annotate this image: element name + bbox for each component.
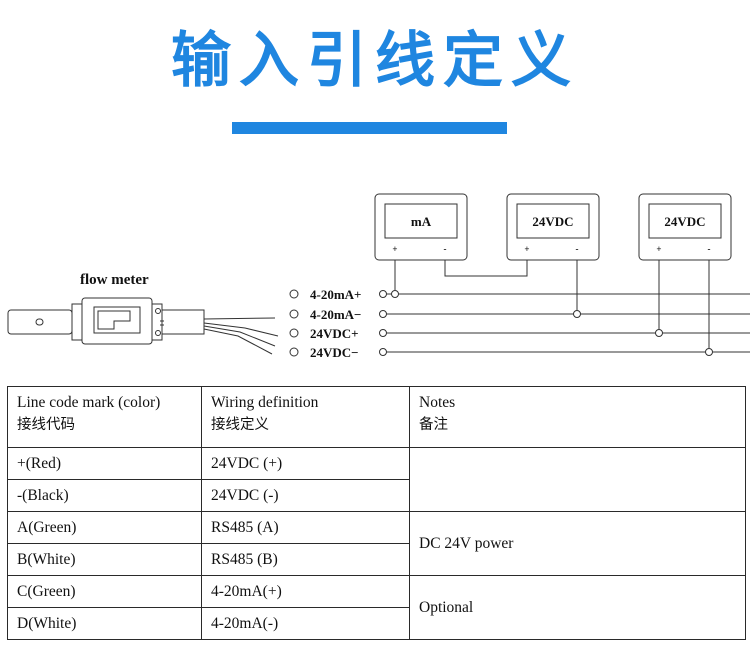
wiring-definition-cell: RS485 (B) [201, 543, 410, 576]
table-row: +(Red) 24VDC (+) [7, 447, 746, 512]
table-row: -(Black) 24VDC (-) [7, 479, 746, 512]
wiring-diagram: flow meter mA 24VDC 24VDC + - + - + - [7, 193, 750, 360]
header-notes-en: Notes [419, 394, 456, 411]
bus-junctions [391, 290, 713, 356]
header-notes: Notes 备注 [409, 386, 746, 448]
wiring-definition-cell: 4-20mA(-) [201, 607, 410, 640]
header-wiring-definition-en: Wiring definition [211, 394, 319, 411]
notes-cell [409, 447, 746, 512]
header-line-code: Line code mark (color) 接线代码 [7, 386, 202, 448]
title-underline [232, 122, 507, 134]
flow-meter-label: flow meter [80, 272, 149, 288]
table-header-row: Line code mark (color) 接线代码 Wiring defini… [7, 386, 746, 448]
header-line-code-en: Line code mark (color) [17, 394, 161, 411]
box-24vdc-plus-2: + [656, 244, 661, 254]
box-ma-plus: + [392, 244, 397, 254]
wire-label-24v-plus: 24VDC+ [310, 326, 359, 341]
header-notes-cn: 备注 [419, 417, 448, 433]
box-24vdc-label-2: 24VDC [664, 214, 705, 229]
wire-label-ma-plus: 4-20mA+ [310, 287, 361, 302]
header-wiring-definition-cn: 接线定义 [211, 417, 269, 433]
wiring-definition-cell: 24VDC (-) [201, 479, 410, 512]
wiring-definition-cell: 24VDC (+) [201, 447, 410, 480]
wiring-definition-table: Line code mark (color) 接线代码 Wiring defini… [7, 386, 746, 640]
notes-cell: DC 24V power [409, 511, 746, 576]
line-code-cell: +(Red) [7, 447, 202, 480]
wire-label-ma-minus: 4-20mA− [310, 307, 361, 322]
table-row: B(White) RS485 (B) [7, 543, 746, 576]
flow-meter-icon [7, 297, 279, 355]
line-code-cell: C(Green) [7, 575, 202, 608]
wiring-definition-cell: RS485 (A) [201, 511, 410, 544]
line-code-cell: B(White) [7, 543, 202, 576]
line-code-cell: -(Black) [7, 479, 202, 512]
box-24vdc-minus-1: - [576, 244, 579, 254]
line-code-cell: D(White) [7, 607, 202, 640]
box-24vdc-minus-2: - [708, 244, 711, 254]
header-line-code-cn: 接线代码 [17, 417, 75, 433]
box-24vdc-plus-1: + [524, 244, 529, 254]
box-ma-label: mA [411, 214, 432, 229]
box-ma-minus: - [444, 244, 447, 254]
table-row: A(Green) RS485 (A) DC 24V power [7, 511, 746, 576]
cable-terminals [289, 289, 299, 357]
page-title: 输入引线定义 [171, 26, 579, 96]
notes-cell: Optional [409, 575, 746, 640]
instrument-boxes [374, 193, 732, 261]
table-row: D(White) 4-20mA(-) [7, 607, 746, 640]
header-wiring-definition: Wiring definition 接线定义 [201, 386, 410, 448]
wire-label-24v-minus: 24VDC− [310, 345, 359, 360]
wiring-definition-cell: 4-20mA(+) [201, 575, 410, 608]
box-24vdc-label-1: 24VDC [532, 214, 573, 229]
bus-lines [379, 260, 750, 356]
table-row: C(Green) 4-20mA(+) Optional [7, 575, 746, 640]
line-code-cell: A(Green) [7, 511, 202, 544]
